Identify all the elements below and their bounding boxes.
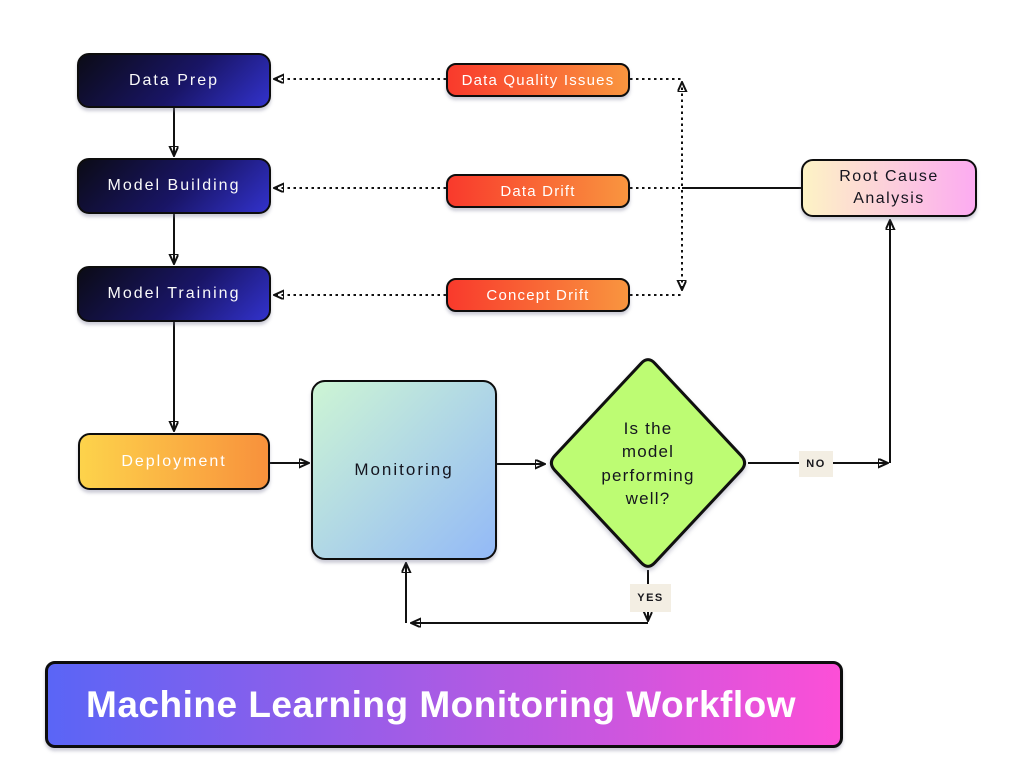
edge-label-no-text: NO — [806, 458, 826, 470]
decision-node: Is the model performing well? — [578, 417, 718, 511]
node-concept-drift-label: Concept Drift — [486, 286, 590, 304]
decision-line: performing — [601, 465, 695, 485]
edge-label-yes-text: YES — [637, 592, 664, 604]
title-banner: Machine Learning Monitoring Workflow — [45, 661, 843, 748]
edge-label-no: NO — [799, 451, 833, 477]
node-model-training: Model Training — [77, 266, 271, 322]
node-model-training-label: Model Training — [107, 285, 241, 302]
node-data-prep-label: Data Prep — [128, 71, 220, 89]
page-title: Machine Learning Monitoring Workflow — [86, 683, 797, 725]
node-monitoring-label: Monitoring — [354, 460, 454, 479]
node-data-drift-label: Data Drift — [500, 182, 576, 200]
decision-line: Is the — [623, 419, 673, 438]
node-deployment: Deployment — [78, 433, 270, 490]
decision-line: model — [621, 442, 675, 462]
node-concept-drift: Concept Drift — [446, 278, 630, 312]
node-root-cause-analysis-label: Root Cause Analysis — [839, 168, 939, 207]
node-data-quality-issues-label: Data Quality Issues — [461, 71, 615, 89]
node-data-quality-issues: Data Quality Issues — [446, 63, 630, 97]
edge-label-yes: YES — [630, 584, 671, 612]
node-root-cause-analysis: Root Cause Analysis — [801, 159, 977, 217]
node-data-prep: Data Prep — [77, 53, 271, 108]
node-monitoring: Monitoring — [311, 380, 497, 560]
decision-diamond-shape — [549, 358, 747, 568]
node-deployment-label: Deployment — [121, 452, 227, 470]
node-data-drift: Data Drift — [446, 174, 630, 208]
node-model-building-label: Model Building — [107, 177, 241, 194]
node-model-building: Model Building — [77, 158, 271, 214]
decision-line: well? — [625, 489, 671, 509]
